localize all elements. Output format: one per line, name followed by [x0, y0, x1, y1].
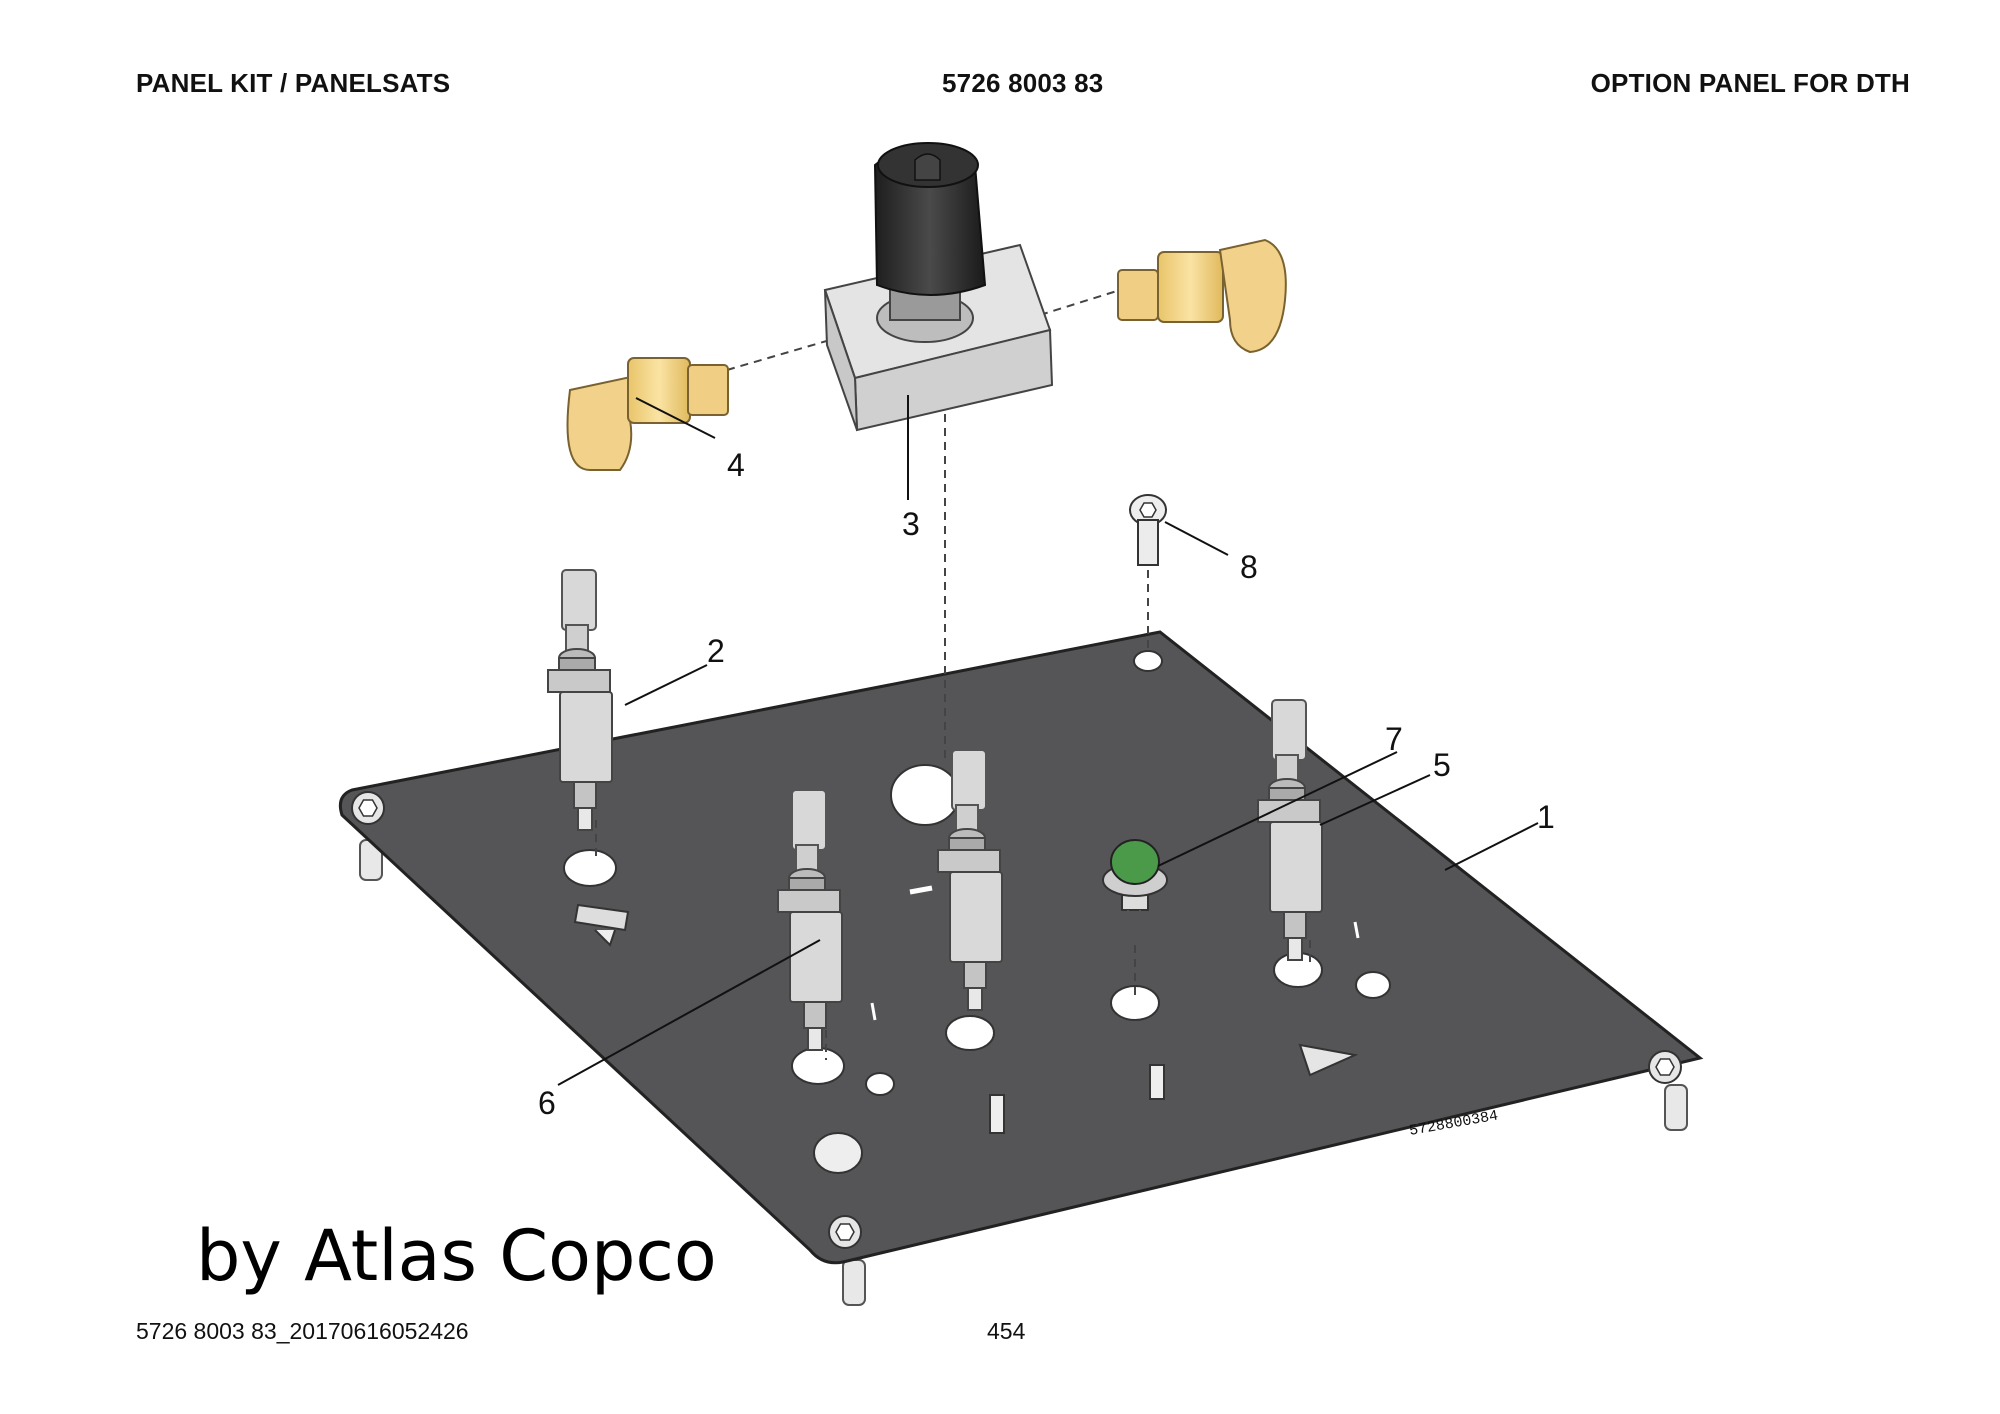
watermark: by Atlas Copco [196, 1215, 717, 1297]
callout-7: 7 [1385, 721, 1403, 757]
callout-6: 6 [538, 1085, 556, 1121]
callout-1: 1 [1537, 799, 1555, 835]
plate-symbols [573, 885, 1360, 1174]
assembly-lines [595, 289, 1311, 1060]
screw [1129, 494, 1167, 566]
leader-lines [557, 395, 1539, 1086]
callout-8: 8 [1240, 549, 1258, 585]
corner-bolt-icon [828, 1215, 862, 1249]
valve-assembly [823, 142, 1054, 432]
callout-5: 5 [1433, 747, 1451, 783]
brass-elbow-right [1117, 238, 1287, 354]
panel-plate [338, 630, 1704, 1265]
footer-page-number: 454 [987, 1318, 1026, 1344]
callout-3: 3 [902, 506, 920, 542]
header-title-left: PANEL KIT / PANELSATS [136, 68, 451, 98]
header-part-number: 5726 8003 83 [942, 68, 1104, 98]
corner-bolt-icon [351, 791, 385, 825]
plate-legs [359, 839, 1688, 1306]
indicator-lamp [1102, 839, 1168, 955]
footer-doc-id: 5726 8003 83_20170616052426 [136, 1318, 469, 1344]
plate-holes [563, 650, 1391, 1096]
corner-bolt-icon [1648, 1050, 1682, 1084]
callout-4: 4 [727, 447, 745, 483]
callout-2: 2 [707, 633, 725, 669]
brass-elbow-left [566, 357, 729, 471]
header-title-right: OPTION PANEL FOR DTH [1590, 68, 1910, 98]
